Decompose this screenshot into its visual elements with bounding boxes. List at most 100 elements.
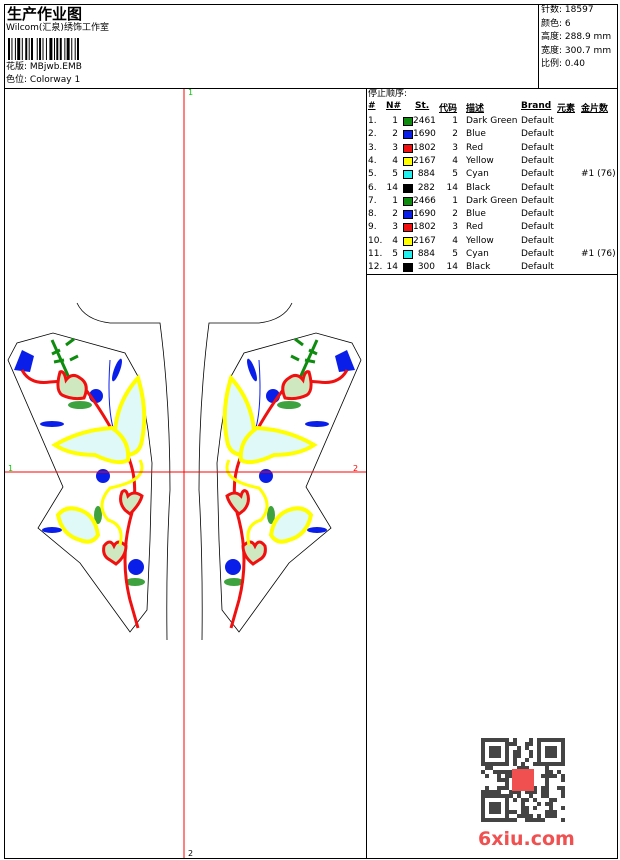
color-swatch xyxy=(403,223,413,233)
qr-module xyxy=(481,810,485,814)
qr-module xyxy=(545,814,549,818)
design-label: 花版: xyxy=(6,62,28,72)
qr-module xyxy=(493,790,497,794)
qr-module xyxy=(485,774,489,778)
color-description: Blue xyxy=(466,129,486,140)
qr-module xyxy=(521,762,525,766)
qr-module xyxy=(497,746,501,750)
qr-module xyxy=(497,754,501,758)
qr-module xyxy=(485,738,489,742)
qr-module xyxy=(541,818,545,822)
qr-module xyxy=(541,762,545,766)
qr-module xyxy=(489,746,493,750)
qr-module xyxy=(529,818,533,822)
color-code: 5 xyxy=(452,249,458,259)
qr-module xyxy=(493,754,497,758)
colorway: 色位: Colorway 1 xyxy=(6,75,80,86)
qr-module xyxy=(509,742,513,746)
qr-module xyxy=(509,794,513,798)
stitch-count: 1690 xyxy=(413,129,436,140)
qr-module xyxy=(553,738,557,742)
qr-module xyxy=(557,762,561,766)
qr-module xyxy=(541,738,545,742)
qr-module xyxy=(481,806,485,810)
qr-module xyxy=(517,754,521,758)
stat-value: 300.7 mm xyxy=(564,45,612,56)
barcode-bar xyxy=(71,38,73,60)
barcode-bar xyxy=(54,38,55,60)
qr-module xyxy=(497,750,501,754)
qr-module xyxy=(505,802,509,806)
barcode-bar xyxy=(8,38,10,60)
qr-module xyxy=(481,754,485,758)
qr-module xyxy=(525,814,529,818)
qr-module xyxy=(561,758,565,762)
color-swatch xyxy=(403,117,413,126)
qr-module xyxy=(513,810,517,814)
brand: Default xyxy=(521,155,554,166)
stat-3: 宽度: 300.7 mm xyxy=(541,46,611,57)
marker-top: 1 xyxy=(188,88,194,97)
qr-module xyxy=(557,786,561,790)
stat-2: 高度: 288.9 mm xyxy=(541,32,611,43)
qr-module xyxy=(561,806,565,810)
qr-module xyxy=(505,770,509,774)
column-header: St. xyxy=(415,101,430,111)
qr-module xyxy=(541,790,545,794)
qr-module xyxy=(549,810,553,814)
qr-module xyxy=(481,814,485,818)
qr-module xyxy=(505,742,509,746)
qr-module xyxy=(561,742,565,746)
qr-module xyxy=(513,818,517,822)
qr-module xyxy=(525,758,529,762)
stats-divider xyxy=(538,4,539,89)
qr-module xyxy=(525,746,529,750)
qr-module xyxy=(545,762,549,766)
qr-module xyxy=(485,790,489,794)
qr-module xyxy=(553,762,557,766)
header-divider xyxy=(4,88,618,89)
stitch-count: 1802 xyxy=(413,222,436,233)
qr-module xyxy=(541,774,545,778)
barcode-bar xyxy=(64,38,66,60)
qr-module xyxy=(525,806,529,810)
row-index: 10. xyxy=(368,235,383,246)
color-description: Cyan xyxy=(466,249,489,259)
qr-module xyxy=(505,782,509,786)
qr-module xyxy=(537,802,541,806)
brand: Default xyxy=(521,182,554,193)
barcode-bar xyxy=(25,38,28,60)
column-header: 元素 xyxy=(557,104,576,114)
row-index: 7. xyxy=(368,195,377,206)
barcode-bar xyxy=(31,38,33,60)
qr-module xyxy=(501,762,505,766)
row-index: 8. xyxy=(368,209,377,220)
brand: Default xyxy=(521,235,554,246)
qr-module xyxy=(549,750,553,754)
qr-module xyxy=(521,798,525,802)
needle-number: 1 xyxy=(392,195,398,206)
brand: Default xyxy=(521,195,554,206)
stitch-count: 2167 xyxy=(413,155,436,166)
color-swatch xyxy=(403,156,413,166)
stitch-count: 2461 xyxy=(413,116,436,126)
qr-module xyxy=(501,738,505,742)
color-code: 1 xyxy=(452,116,458,126)
qr-module xyxy=(525,810,529,814)
qr-module xyxy=(513,738,517,742)
color-swatch xyxy=(403,130,413,140)
needle-number: 4 xyxy=(392,235,398,246)
color-swatch xyxy=(403,170,413,180)
